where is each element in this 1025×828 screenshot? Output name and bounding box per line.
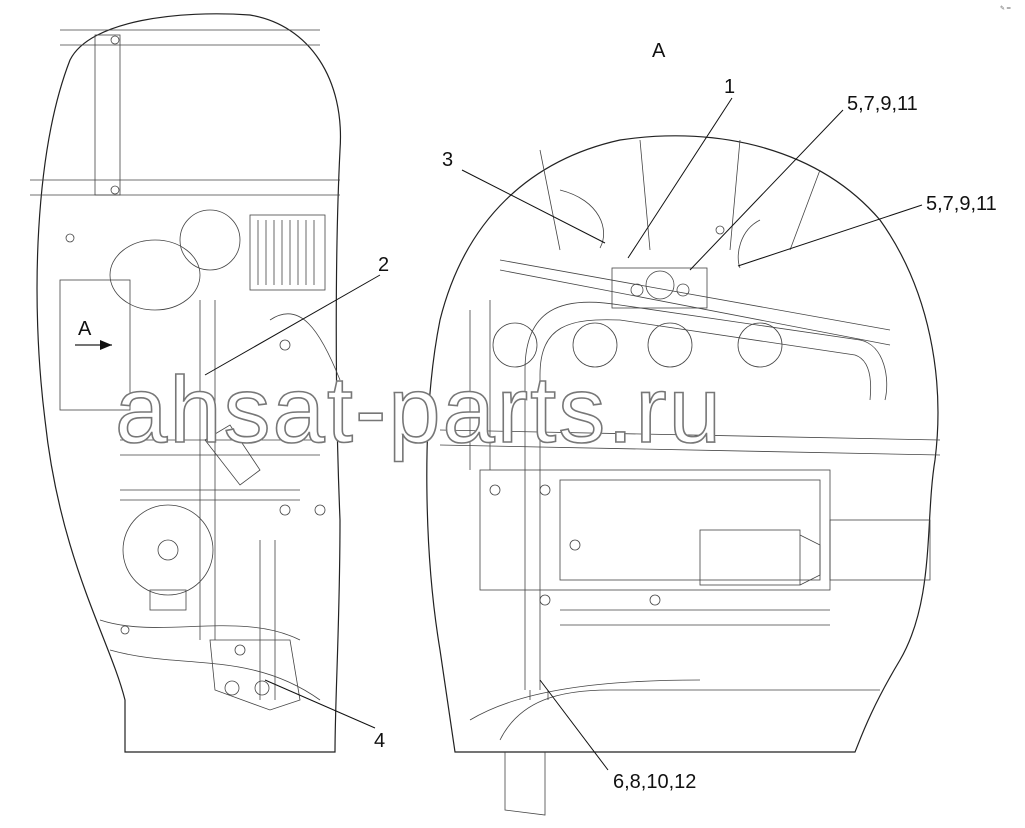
callout-5-top-label: 5,7,9,11 bbox=[847, 93, 918, 115]
callout-3: 3 bbox=[442, 149, 606, 244]
watermark-text: ahsat-parts.ru bbox=[115, 357, 723, 462]
callout-5-right-label: 5,7,9,11 bbox=[926, 193, 997, 215]
left-view-outline bbox=[36, 13, 342, 753]
callout-5-top: 5,7,9,11 bbox=[689, 93, 918, 271]
callout-3-label: 3 bbox=[442, 149, 453, 171]
callout-1: 1 bbox=[627, 76, 735, 259]
callout-2: 2 bbox=[204, 254, 389, 376]
callout-5-right: 5,7,9,11 bbox=[737, 193, 997, 267]
callout-6: 6,8,10,12 bbox=[539, 679, 696, 793]
corner-mark: ✎ ═ bbox=[1000, 5, 1011, 12]
callout-4-label: 4 bbox=[374, 730, 385, 752]
right-view bbox=[426, 135, 941, 816]
arrow-a-label: A bbox=[78, 318, 92, 340]
view-a-label: A bbox=[652, 40, 666, 62]
callout-4: 4 bbox=[264, 679, 385, 752]
left-view bbox=[30, 13, 342, 753]
right-view-outline bbox=[426, 135, 939, 753]
callout-2-label: 2 bbox=[378, 254, 389, 276]
callout-1-label: 1 bbox=[724, 76, 735, 98]
callout-6-label: 6,8,10,12 bbox=[613, 771, 696, 793]
view-arrow-a: A bbox=[75, 318, 112, 350]
